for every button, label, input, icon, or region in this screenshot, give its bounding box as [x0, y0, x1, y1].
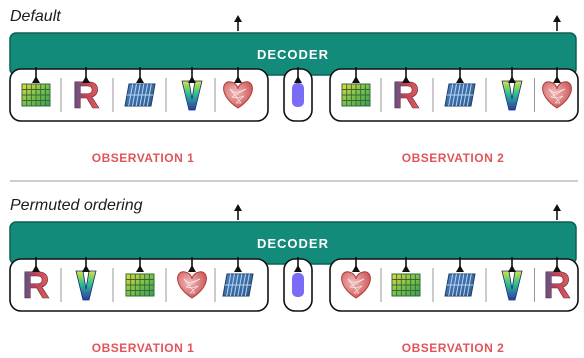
flow-arrow [188, 257, 196, 272]
flow-arrow [352, 67, 360, 83]
flow-arrow [553, 15, 561, 31]
flow-arrow [234, 15, 242, 31]
observation-label-1: OBSERVATION 1 [92, 151, 195, 165]
flow-arrow [32, 67, 40, 83]
flow-arrow [32, 257, 40, 272]
heart-icon [223, 81, 253, 109]
v-letter-icon [501, 80, 523, 111]
decoder-permuted: DECODER [9, 221, 577, 265]
decoder-default: DECODER [9, 32, 577, 76]
flow-arrow [456, 257, 464, 272]
flow-arrow [82, 257, 90, 272]
flow-arrow [508, 67, 516, 83]
section-title-default: Default [10, 8, 61, 25]
observation-label-2: OBSERVATION 2 [402, 341, 505, 355]
flow-arrow [553, 67, 561, 83]
lattice-icon [125, 273, 155, 297]
flow-arrow [553, 204, 561, 220]
flow-arrow [136, 67, 144, 83]
flow-arrow [402, 67, 410, 83]
decoder-label: DECODER [257, 236, 329, 251]
separator-token [292, 273, 304, 297]
heart-icon [542, 81, 572, 109]
flow-arrow [234, 67, 242, 83]
v-letter-icon [181, 80, 203, 111]
lattice-icon [21, 83, 51, 107]
flow-arrow [234, 257, 242, 272]
heart-icon [177, 271, 207, 299]
observation-label-2: OBSERVATION 2 [402, 151, 505, 165]
flow-arrow [553, 257, 561, 272]
decoder-label: DECODER [257, 47, 329, 62]
flow-arrow [352, 257, 360, 272]
flow-arrow [294, 67, 302, 83]
heart-icon [341, 271, 371, 299]
flow-arrow [82, 67, 90, 83]
v-letter-icon [75, 270, 97, 301]
grid-icon [222, 273, 254, 297]
flow-arrow [136, 257, 144, 272]
output-arrows [234, 15, 561, 220]
flow-arrow [402, 257, 410, 272]
grid-icon [444, 83, 476, 107]
lattice-icon [391, 273, 421, 297]
grid-icon [124, 83, 156, 107]
flow-arrow [508, 257, 516, 272]
observation-label-1: OBSERVATION 1 [92, 341, 195, 355]
flow-arrow [294, 257, 302, 272]
flow-arrow [456, 67, 464, 83]
v-letter-icon [501, 270, 523, 301]
flow-arrow [234, 204, 242, 220]
section-title-permuted: Permuted ordering [10, 197, 143, 214]
separator-token [292, 83, 304, 107]
flow-arrow [188, 67, 196, 83]
grid-icon [444, 273, 476, 297]
lattice-icon [341, 83, 371, 107]
